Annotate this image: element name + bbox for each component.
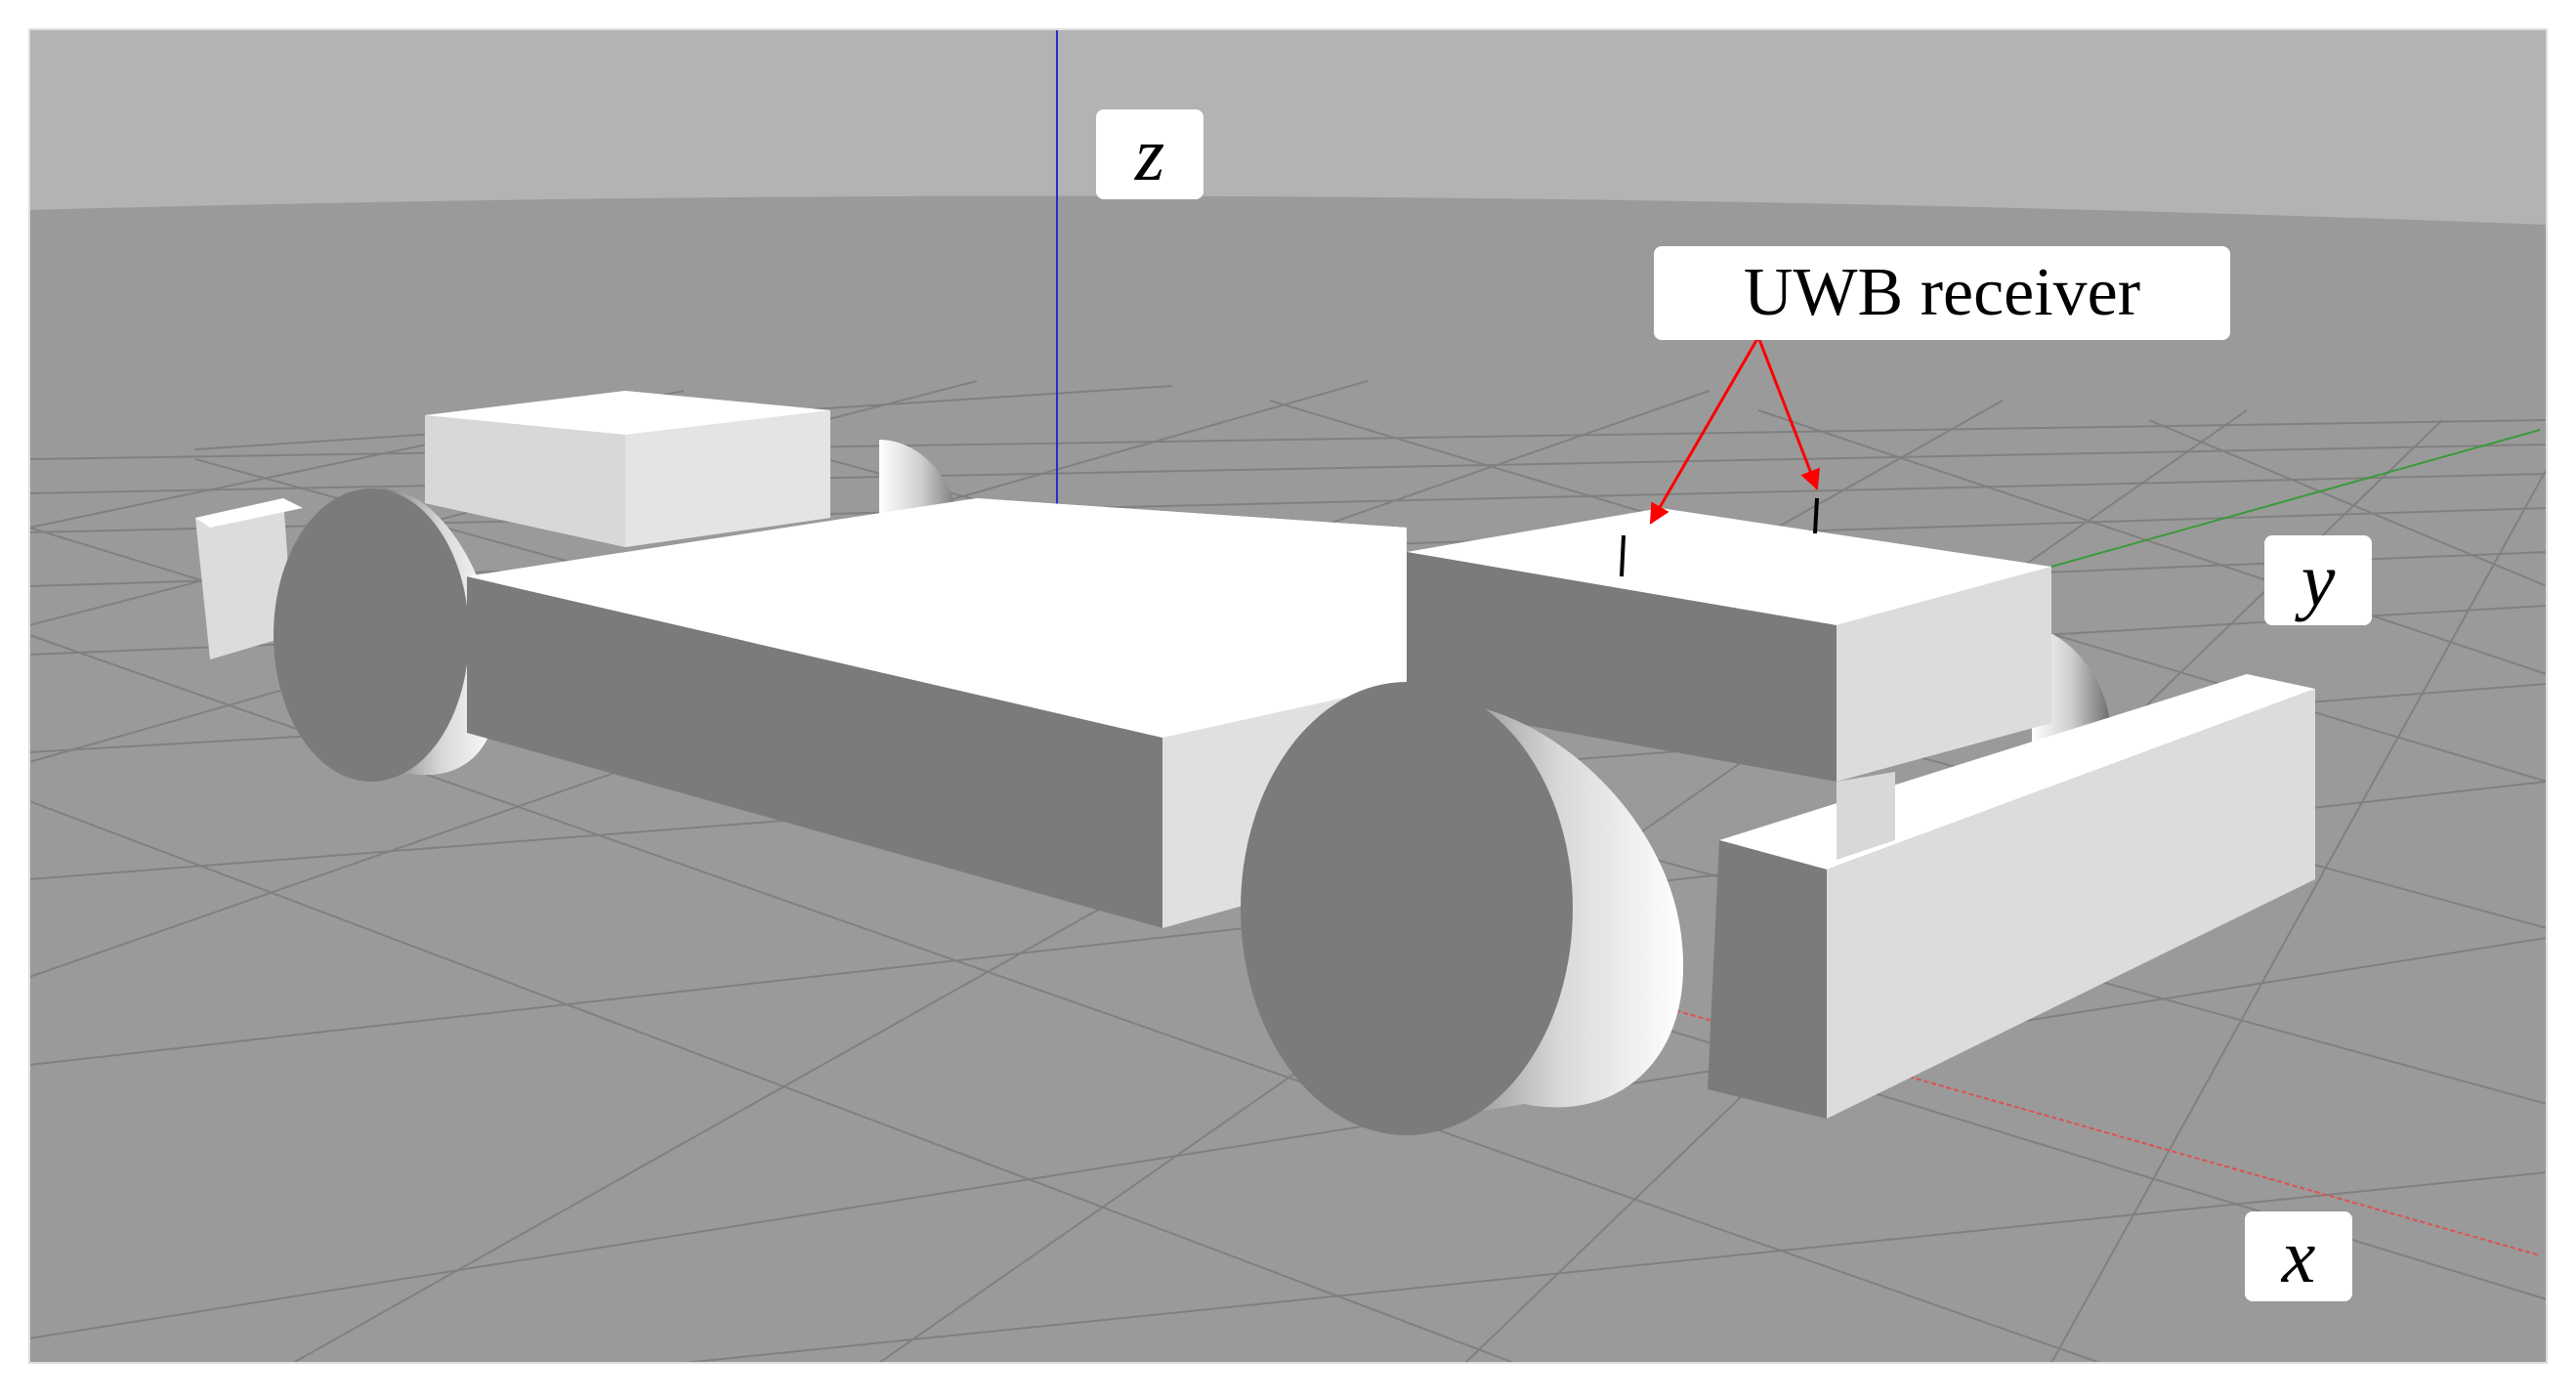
front-left-wheel: [1241, 682, 1684, 1135]
y-axis-label: y: [2264, 535, 2372, 625]
front-bumper: [1708, 674, 2315, 1119]
front-box: [1407, 508, 2051, 782]
uwb-receiver-marker-right: [1813, 497, 1819, 534]
rear-bumper: [195, 498, 303, 659]
rear-box: [425, 391, 830, 547]
sky-backdrop: [29, 29, 2547, 225]
z-axis-label: z: [1096, 109, 1204, 199]
uwb-arrow-left: [1649, 336, 1760, 525]
y-axis-line: [2050, 429, 2541, 568]
uwb-receiver-label: UWB receiver: [1654, 246, 2230, 340]
x-axis-label: x: [2245, 1211, 2352, 1301]
image-frame: [28, 28, 2548, 1364]
uwb-receiver-marker-left: [1620, 534, 1626, 577]
uwb-arrow-right: [1756, 336, 1820, 490]
